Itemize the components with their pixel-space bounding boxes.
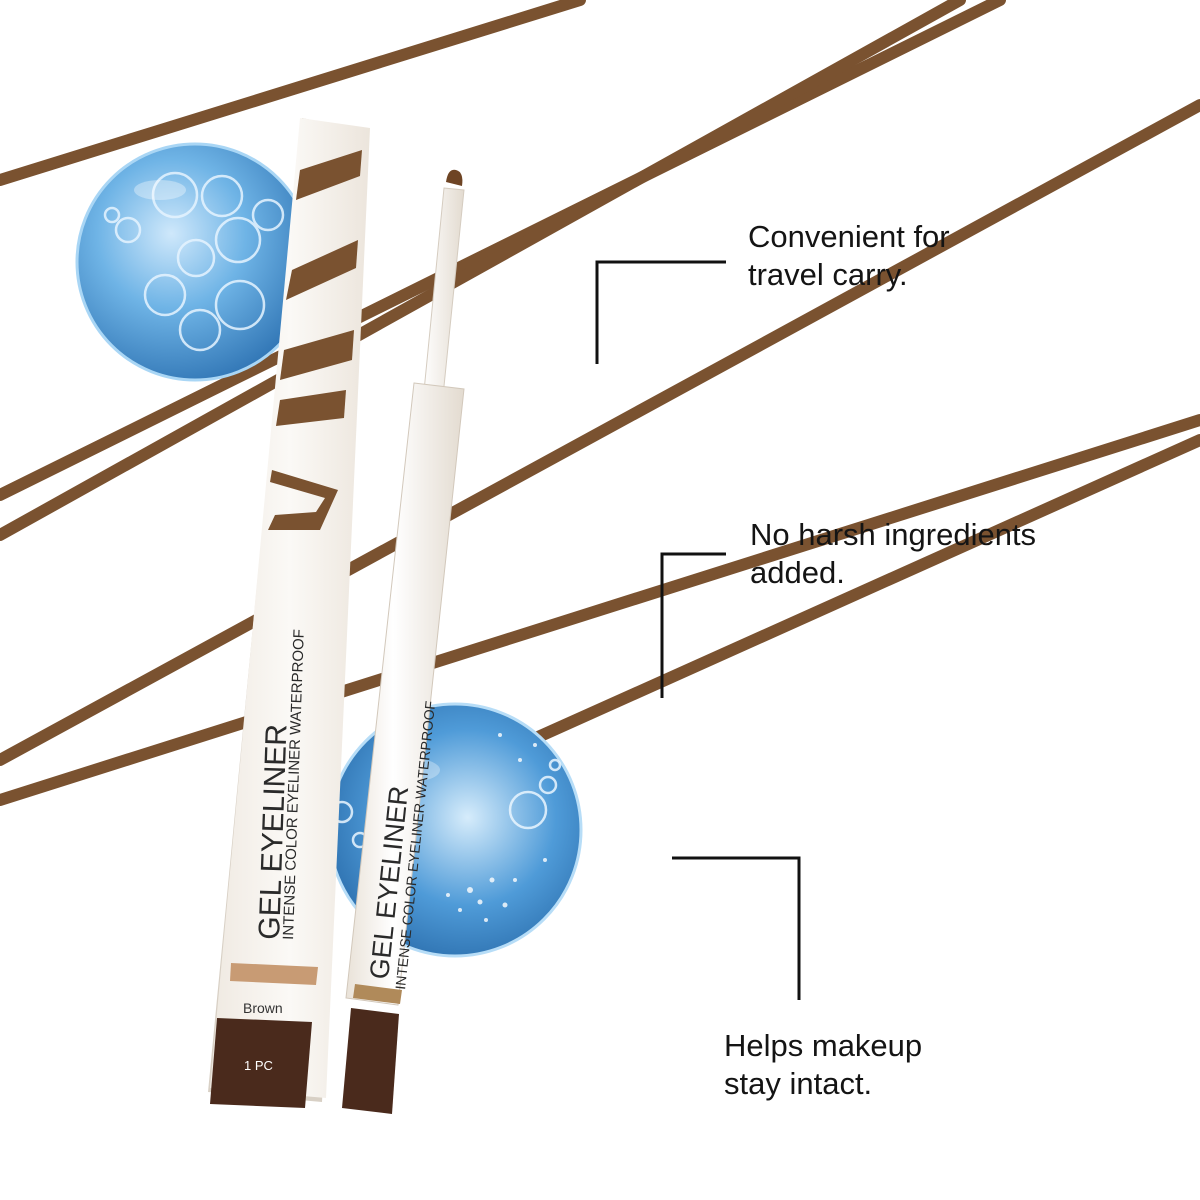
- feature-text-line: stay intact.: [724, 1066, 873, 1101]
- callout-bracket-1: [595, 260, 726, 364]
- box-shade-label: Brown: [243, 1000, 283, 1016]
- feature-callout-intact: Helps makeup stay intact.: [724, 1027, 922, 1103]
- feature-text-line: travel carry.: [748, 257, 908, 292]
- callout-lines: [595, 260, 801, 1000]
- callout-bracket-3: [672, 856, 801, 1000]
- box-product-name: GEL EYELINER: [253, 724, 294, 941]
- eyeliner-pen: [342, 169, 465, 1114]
- feature-text-line: Convenient for: [748, 219, 950, 254]
- feature-text-line: No harsh ingredients: [750, 517, 1037, 552]
- feature-text-line: added.: [750, 555, 845, 590]
- feature-text-line: Helps makeup: [724, 1028, 923, 1063]
- swatch-strokes: [0, 0, 1200, 806]
- swatch-stroke: [0, 0, 966, 541]
- gel-drop-upper: [75, 142, 315, 382]
- swatch-stroke: [0, 99, 1200, 766]
- box-quantity-label: 1 PC: [244, 1058, 273, 1073]
- feature-callout-ingredients: No harsh ingredients added.: [750, 516, 1036, 592]
- callout-bracket-2: [660, 552, 726, 698]
- eyeliner-box: [208, 118, 370, 1108]
- feature-callout-travel: Convenient for travel carry.: [748, 218, 950, 294]
- swatch-stroke: [0, 0, 1006, 501]
- swatch-stroke: [0, 0, 586, 186]
- swatch-stroke: [0, 414, 1200, 806]
- swatch-stroke: [414, 434, 1200, 796]
